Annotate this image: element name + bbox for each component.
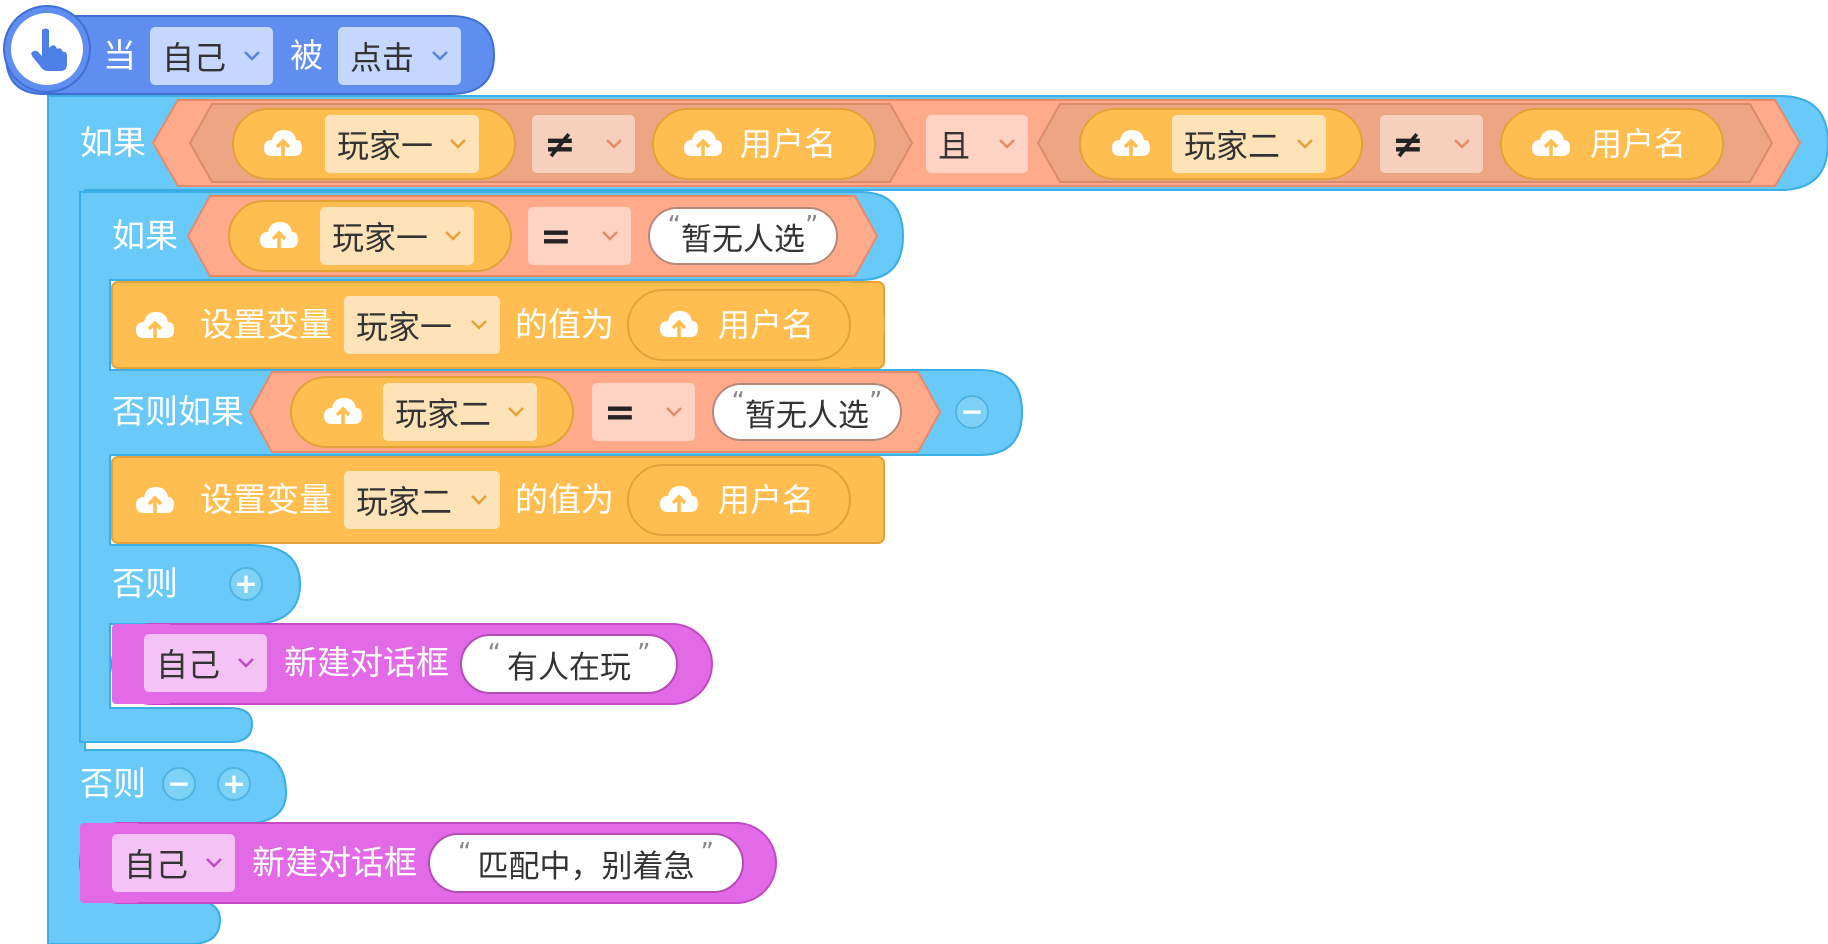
event-action-value: 点击: [350, 39, 415, 77]
set1-value-label: 的值为: [515, 305, 614, 344]
dialog-target-dropdown[interactable]: 自己: [144, 634, 267, 692]
open-quote-icon: “: [458, 838, 472, 868]
cond1-var-dropdown[interactable]: 玩家一: [325, 115, 479, 173]
event-action-dropdown[interactable]: 点击: [338, 27, 461, 85]
inner-if-text-value: 暂无人选: [681, 221, 805, 258]
open-quote-icon: “: [667, 211, 681, 241]
cloud-upload-icon: [136, 487, 174, 513]
clicked-word-label: 被: [290, 36, 323, 75]
chevron-down-icon: [1451, 138, 1473, 150]
else-dialog-label: 新建对话框: [252, 843, 417, 882]
set1-label: 设置变量: [200, 305, 332, 344]
hand-pointer-icon: [24, 24, 72, 74]
add-branch-plus-icon[interactable]: +: [229, 567, 263, 601]
else-dialog-text-input[interactable]: “匹配中，别着急”: [428, 833, 744, 893]
remove-else-minus-icon[interactable]: −: [162, 767, 196, 801]
set2-var-dropdown[interactable]: 玩家二: [344, 471, 500, 529]
cloud-upload-icon: [136, 312, 174, 338]
set1-var-value: 玩家一: [356, 308, 453, 346]
outer-else-label: 否则: [80, 764, 146, 803]
dialog-target-value: 自己: [156, 646, 221, 684]
open-quote-icon: “: [487, 639, 501, 669]
set1-value: 用户名: [718, 306, 815, 344]
cloud-upload-icon: [1532, 130, 1570, 156]
chevron-down-icon: [429, 50, 451, 62]
chevron-down-icon: [996, 138, 1018, 150]
cond2-value-label: 用户名: [1590, 125, 1687, 163]
cond2-var-dropdown[interactable]: 玩家二: [1172, 115, 1326, 173]
close-quote-icon: ”: [869, 387, 883, 417]
cond1-value-label: 用户名: [740, 125, 837, 163]
when-label: 当: [103, 36, 136, 75]
elseif-var-value: 玩家二: [395, 395, 492, 433]
cloud-upload-icon: [684, 130, 722, 156]
inner-else-label: 否则: [112, 564, 178, 603]
inner-if-op-value: =: [540, 214, 572, 258]
chevron-down-icon: [468, 494, 490, 506]
inner-if-text-input[interactable]: “暂无人选”: [648, 207, 838, 265]
inner-if-var-value: 玩家一: [332, 219, 429, 257]
chevron-down-icon: [235, 657, 257, 669]
cond1-op-value: ≠: [544, 122, 576, 166]
elseif-var-dropdown[interactable]: 玩家二: [383, 383, 537, 441]
elseif-label: 否则如果: [112, 392, 244, 431]
set2-label: 设置变量: [200, 480, 332, 519]
event-target-value: 自己: [162, 39, 227, 77]
close-quote-icon: ”: [700, 838, 714, 868]
elseif-text-input[interactable]: “暂无人选”: [712, 383, 902, 441]
close-quote-icon: ”: [637, 639, 651, 669]
else-dialog-text-value: 匹配中，别着急: [477, 848, 695, 885]
inner-if-var-dropdown[interactable]: 玩家一: [320, 207, 474, 265]
else-dialog-target-value: 自己: [124, 846, 189, 884]
dialog-label: 新建对话框: [284, 643, 449, 682]
chevron-down-icon: [241, 50, 263, 62]
cloud-upload-icon: [660, 311, 698, 337]
cloud-upload-icon: [324, 398, 362, 424]
open-quote-icon: “: [731, 387, 745, 417]
dialog-text-value: 有人在玩: [507, 649, 631, 686]
cloud-upload-icon: [1112, 130, 1150, 156]
cond1-op-dropdown[interactable]: ≠: [532, 115, 635, 173]
chevron-down-icon: [599, 230, 621, 242]
inner-if-op-dropdown[interactable]: =: [528, 207, 631, 265]
dialog-text-input[interactable]: “有人在玩”: [460, 634, 678, 694]
chevron-down-icon: [1294, 138, 1316, 150]
set2-value: 用户名: [718, 481, 815, 519]
cloud-upload-icon: [264, 130, 302, 156]
inner-if-block: [79, 191, 1024, 743]
add-else-plus-icon[interactable]: +: [217, 767, 251, 801]
elseif-op-dropdown[interactable]: =: [592, 383, 695, 441]
outer-if-label: 如果: [80, 123, 146, 162]
and-value: 且: [938, 127, 971, 165]
elseif-text-value: 暂无人选: [745, 397, 869, 434]
chevron-down-icon: [505, 406, 527, 418]
cond1-var-value: 玩家一: [337, 127, 434, 165]
set2-value-label: 的值为: [515, 480, 614, 519]
and-dropdown[interactable]: 且: [926, 115, 1028, 173]
cloud-upload-icon: [260, 222, 298, 248]
chevron-down-icon: [468, 319, 490, 331]
cond2-var-value: 玩家二: [1184, 127, 1281, 165]
cond2-op-value: ≠: [1392, 122, 1424, 166]
close-quote-icon: ”: [805, 211, 819, 241]
inner-if-label: 如果: [112, 216, 178, 255]
chevron-down-icon: [203, 857, 225, 869]
chevron-down-icon: [447, 138, 469, 150]
chevron-down-icon: [603, 138, 625, 150]
chevron-down-icon: [442, 230, 464, 242]
remove-elseif-minus-icon[interactable]: −: [955, 395, 989, 429]
event-target-dropdown[interactable]: 自己: [150, 27, 273, 85]
chevron-down-icon: [663, 406, 685, 418]
cloud-upload-icon: [660, 486, 698, 512]
cond2-op-dropdown[interactable]: ≠: [1380, 115, 1483, 173]
set2-var-value: 玩家二: [356, 483, 453, 521]
else-dialog-target-dropdown[interactable]: 自己: [112, 834, 235, 892]
set1-var-dropdown[interactable]: 玩家一: [344, 296, 500, 354]
elseif-op-value: =: [604, 390, 636, 434]
